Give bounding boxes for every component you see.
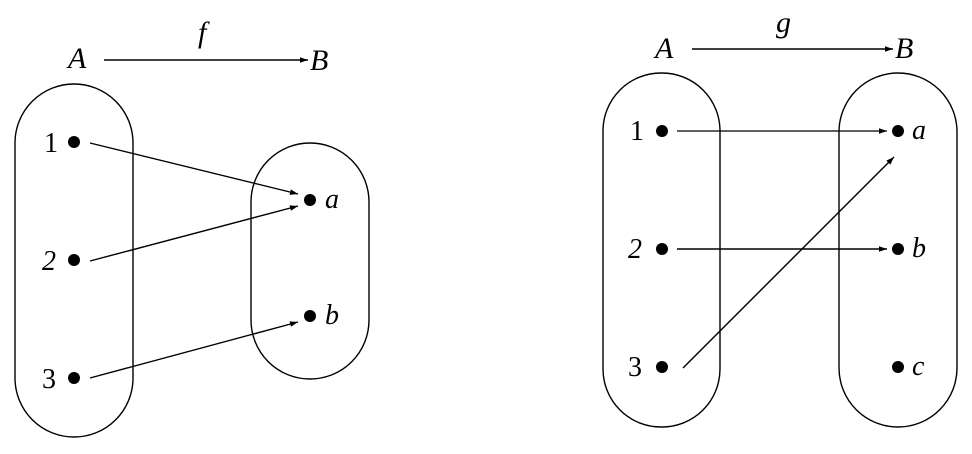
element-dot: [892, 361, 904, 373]
element-dot: [68, 136, 80, 148]
domain-label: A: [653, 32, 674, 65]
function-label: g: [776, 6, 791, 39]
domain-label: A: [66, 42, 87, 75]
element-label: 1: [630, 116, 644, 147]
domain-set-oval: [602, 72, 721, 428]
mapping-arrow-3-b: [89, 321, 299, 379]
element-label: 1: [44, 128, 58, 159]
mapping-arrow-3-a: [682, 156, 895, 369]
mapping-arrow-2-a: [89, 205, 299, 262]
element-dot: [656, 361, 668, 373]
codomain-set-oval: [250, 142, 370, 380]
diagram-f: A B f 1 2 3 a b: [14, 16, 370, 438]
codomain-label: B: [310, 44, 328, 77]
element-label: 2: [628, 234, 642, 265]
element-dot: [304, 194, 316, 206]
element-label: 2: [42, 246, 56, 277]
header-g: A B g: [653, 6, 913, 65]
element-label: a: [912, 115, 926, 146]
element-dot: [68, 254, 80, 266]
element-dot: [656, 243, 668, 255]
element-dot: [656, 125, 668, 137]
element-label: b: [325, 300, 339, 331]
domain-set-oval: [14, 83, 134, 438]
diagram-g: A B g 1 2 3 a b c: [602, 6, 958, 428]
element-dot: [304, 310, 316, 322]
mapping-arrow-1-a: [89, 142, 299, 195]
element-label: a: [325, 184, 339, 215]
element-dot: [892, 125, 904, 137]
element-dot: [892, 243, 904, 255]
element-label: 3: [42, 364, 56, 395]
element-label: 3: [628, 352, 642, 383]
element-dot: [68, 372, 80, 384]
codomain-set-oval: [838, 72, 958, 428]
function-label: f: [198, 16, 210, 49]
element-label: b: [912, 233, 926, 264]
codomain-label: B: [895, 32, 913, 65]
element-label: c: [912, 351, 925, 382]
header-f: A B f: [66, 16, 328, 77]
